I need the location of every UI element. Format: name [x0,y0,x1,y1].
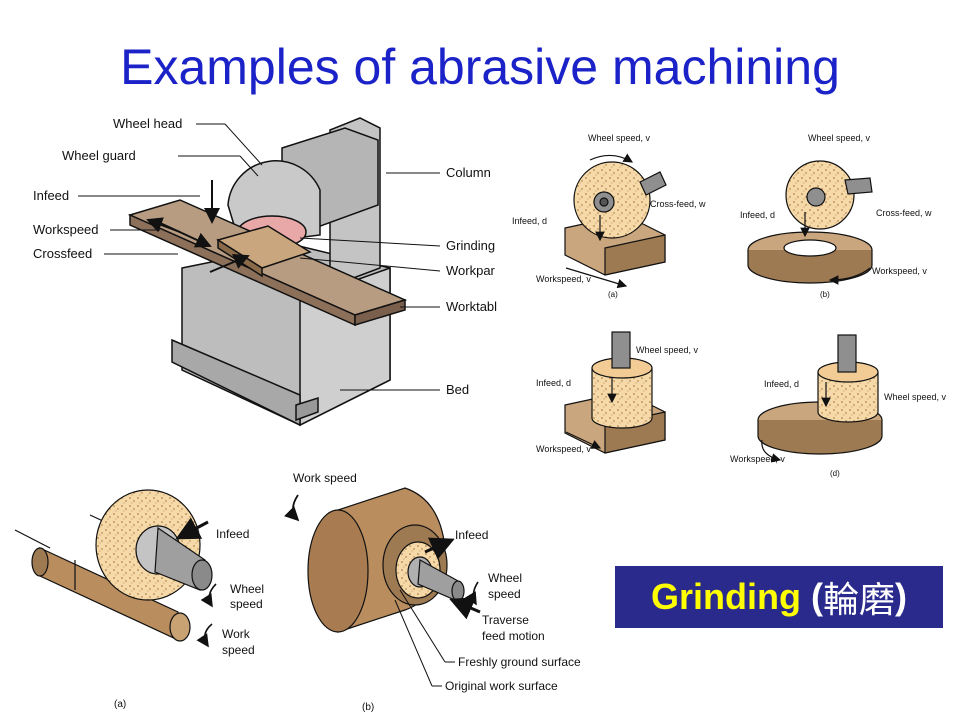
label-worktable: Worktabl [446,299,497,314]
cyl-a-work-2: speed [222,643,255,657]
cyl-b-wheel-1: Wheel [488,571,522,585]
label-bed: Bed [446,382,469,397]
label-wheel-head: Wheel head [113,116,182,131]
config-b-tag: (b) [820,290,830,299]
config-b-cross-feed: Cross-feed, w [876,208,932,218]
cyl-b-wheel-2: speed [488,587,521,601]
label-wheel-guard: Wheel guard [62,148,136,163]
config-d-wheel-speed: Wheel speed, v [884,392,947,402]
cylindrical-a-diagram [14,489,217,648]
label-column: Column [446,165,491,180]
badge-paren-open: ( [800,576,823,617]
config-d-workspeed: Workspeed, v [730,454,785,464]
badge-paren-close: ) [895,576,907,617]
config-b-workspeed: Workspeed, v [872,266,927,276]
config-a-tag: (a) [608,290,618,299]
grinding-badge: Grinding ( 輪磨 ) [615,566,943,628]
cylindrical-b-diagram [284,487,481,687]
config-a-infeed: Infeed, d [512,216,547,226]
config-a-cross-feed: Cross-feed, w [650,199,706,209]
config-a-workspeed: Workspeed, v [536,274,591,284]
config-d-diagram [757,334,883,463]
config-c-infeed: Infeed, d [536,378,571,388]
config-c-diagram [564,331,666,454]
label-workspeed: Workspeed [33,222,99,237]
config-b-infeed: Infeed, d [740,210,775,220]
badge-chinese: 輪磨 [822,579,895,620]
cyl-a-wheel-1: Wheel [230,582,264,596]
config-d-tag: (d) [830,469,840,478]
cyl-b-traverse-2: feed motion [482,629,545,643]
label-infeed: Infeed [33,188,69,203]
config-c-wheel-speed: Wheel speed, v [636,345,699,355]
config-a-diagram [564,153,667,289]
label-grinding: Grinding [446,238,495,253]
cyl-b-traverse-1: Traverse [482,613,529,627]
cyl-a-work-1: Work [222,627,251,641]
cyl-b-infeed: Infeed [455,528,488,542]
surface-grinder-diagram [78,117,441,427]
config-a-wheel-speed: Wheel speed, v [588,133,651,143]
cyl-a-infeed: Infeed [216,527,249,541]
config-b-diagram [747,160,873,285]
config-d-infeed: Infeed, d [764,379,799,389]
label-crossfeed: Crossfeed [33,246,92,261]
slide-title: Examples of abrasive machining [120,39,840,95]
cyl-a-wheel-2: speed [230,597,263,611]
cyl-b-original: Original work surface [445,679,558,693]
config-b-wheel-speed: Wheel speed, v [808,133,871,143]
config-c-workspeed: Workspeed, v [536,444,591,454]
cyl-b-tag: (b) [362,702,374,713]
badge-main: Grinding [651,576,801,617]
cyl-b-fresh: Freshly ground surface [458,655,581,669]
cyl-a-tag: (a) [114,699,126,710]
cyl-b-work-speed: Work speed [293,471,357,485]
label-workpart: Workpar [446,263,496,278]
